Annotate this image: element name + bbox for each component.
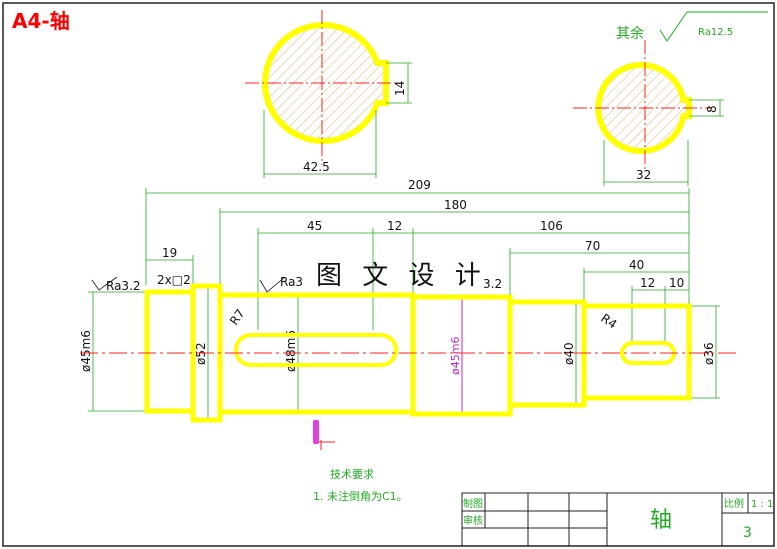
roughness-marks: Ra3.2 Ra3 3.2	[91, 275, 502, 293]
dim-chamfer: 2x□2	[157, 273, 191, 287]
radius-r7: R7	[227, 307, 248, 328]
left-keyway-width: 14	[393, 81, 407, 96]
shaft-segment-1	[144, 289, 196, 414]
ucs-icon	[313, 420, 335, 450]
dia-52: ø52	[194, 342, 208, 365]
roughness-mark-b: Ra3	[280, 275, 303, 289]
roughness-mark-icon-b	[259, 276, 286, 293]
title-block-sheet: 3	[743, 525, 752, 541]
dim-70: 70	[585, 239, 600, 253]
dim-12b: 12	[640, 276, 655, 290]
title-block-drawn: 制图	[463, 497, 483, 510]
roughness-other-value: Ra12.5	[698, 27, 733, 38]
shaft-segment-6	[581, 303, 692, 401]
left-section-depth: 42.5	[303, 160, 330, 174]
dimension-lines	[88, 188, 720, 420]
dia-45m6-left: ø45m6	[79, 330, 93, 372]
roughness-mark-c: 3.2	[483, 277, 502, 291]
watermark-banner: 图 文 设 计	[316, 261, 487, 291]
radius-r4: R4	[598, 311, 619, 332]
dimension-texts: 209 180 45 12 106 70 40 12 10 19 2x□2 ø4…	[79, 178, 716, 372]
dia-48m6: ø48m6	[284, 330, 298, 372]
roughness-other: 其余 Ra12.5	[616, 11, 768, 42]
dim-12a: 12	[387, 219, 402, 233]
dia-40: ø40	[562, 342, 576, 365]
roughness-symbol-icon	[659, 11, 768, 42]
tech-req-item-1: 1. 未注倒角为C1。	[313, 489, 408, 503]
keyway-slot-2	[620, 341, 676, 365]
dim-10: 10	[669, 276, 684, 290]
title-block-scale-value: 1 : 1	[751, 499, 773, 510]
keyway-slot-1	[234, 333, 398, 367]
roughness-mark-icon-a	[91, 276, 118, 291]
tech-req-heading: 技术要求	[330, 468, 374, 481]
dim-180: 180	[444, 198, 467, 212]
title-block-scale-label: 比例	[724, 497, 744, 510]
dia-36: ø36	[702, 342, 716, 365]
dim-45: 45	[307, 219, 322, 233]
dia-45m6-right: ø45m6	[449, 337, 462, 375]
right-section-depth: 32	[636, 168, 651, 182]
roughness-mark-a: Ra3.2	[106, 279, 141, 293]
title-block	[461, 492, 775, 547]
dim-19: 19	[162, 246, 177, 260]
dim-overall: 209	[408, 178, 431, 192]
left-section-outline	[262, 22, 389, 144]
roughness-other-label: 其余	[616, 25, 644, 42]
title-block-part-name: 轴	[650, 508, 672, 533]
section-view-left: 14 42.5	[245, 10, 412, 178]
technical-requirements: 技术要求 1. 未注倒角为C1。	[313, 468, 408, 503]
title-block-checked: 审核	[463, 514, 483, 527]
dia-45m6-right-group: ø45m6	[449, 298, 463, 412]
right-keyway-width: 8	[705, 105, 719, 113]
dim-40: 40	[629, 258, 644, 272]
section-view-right: 8 32	[573, 40, 724, 186]
drawing-title: A4-轴	[12, 9, 70, 33]
dim-106: 106	[540, 219, 563, 233]
